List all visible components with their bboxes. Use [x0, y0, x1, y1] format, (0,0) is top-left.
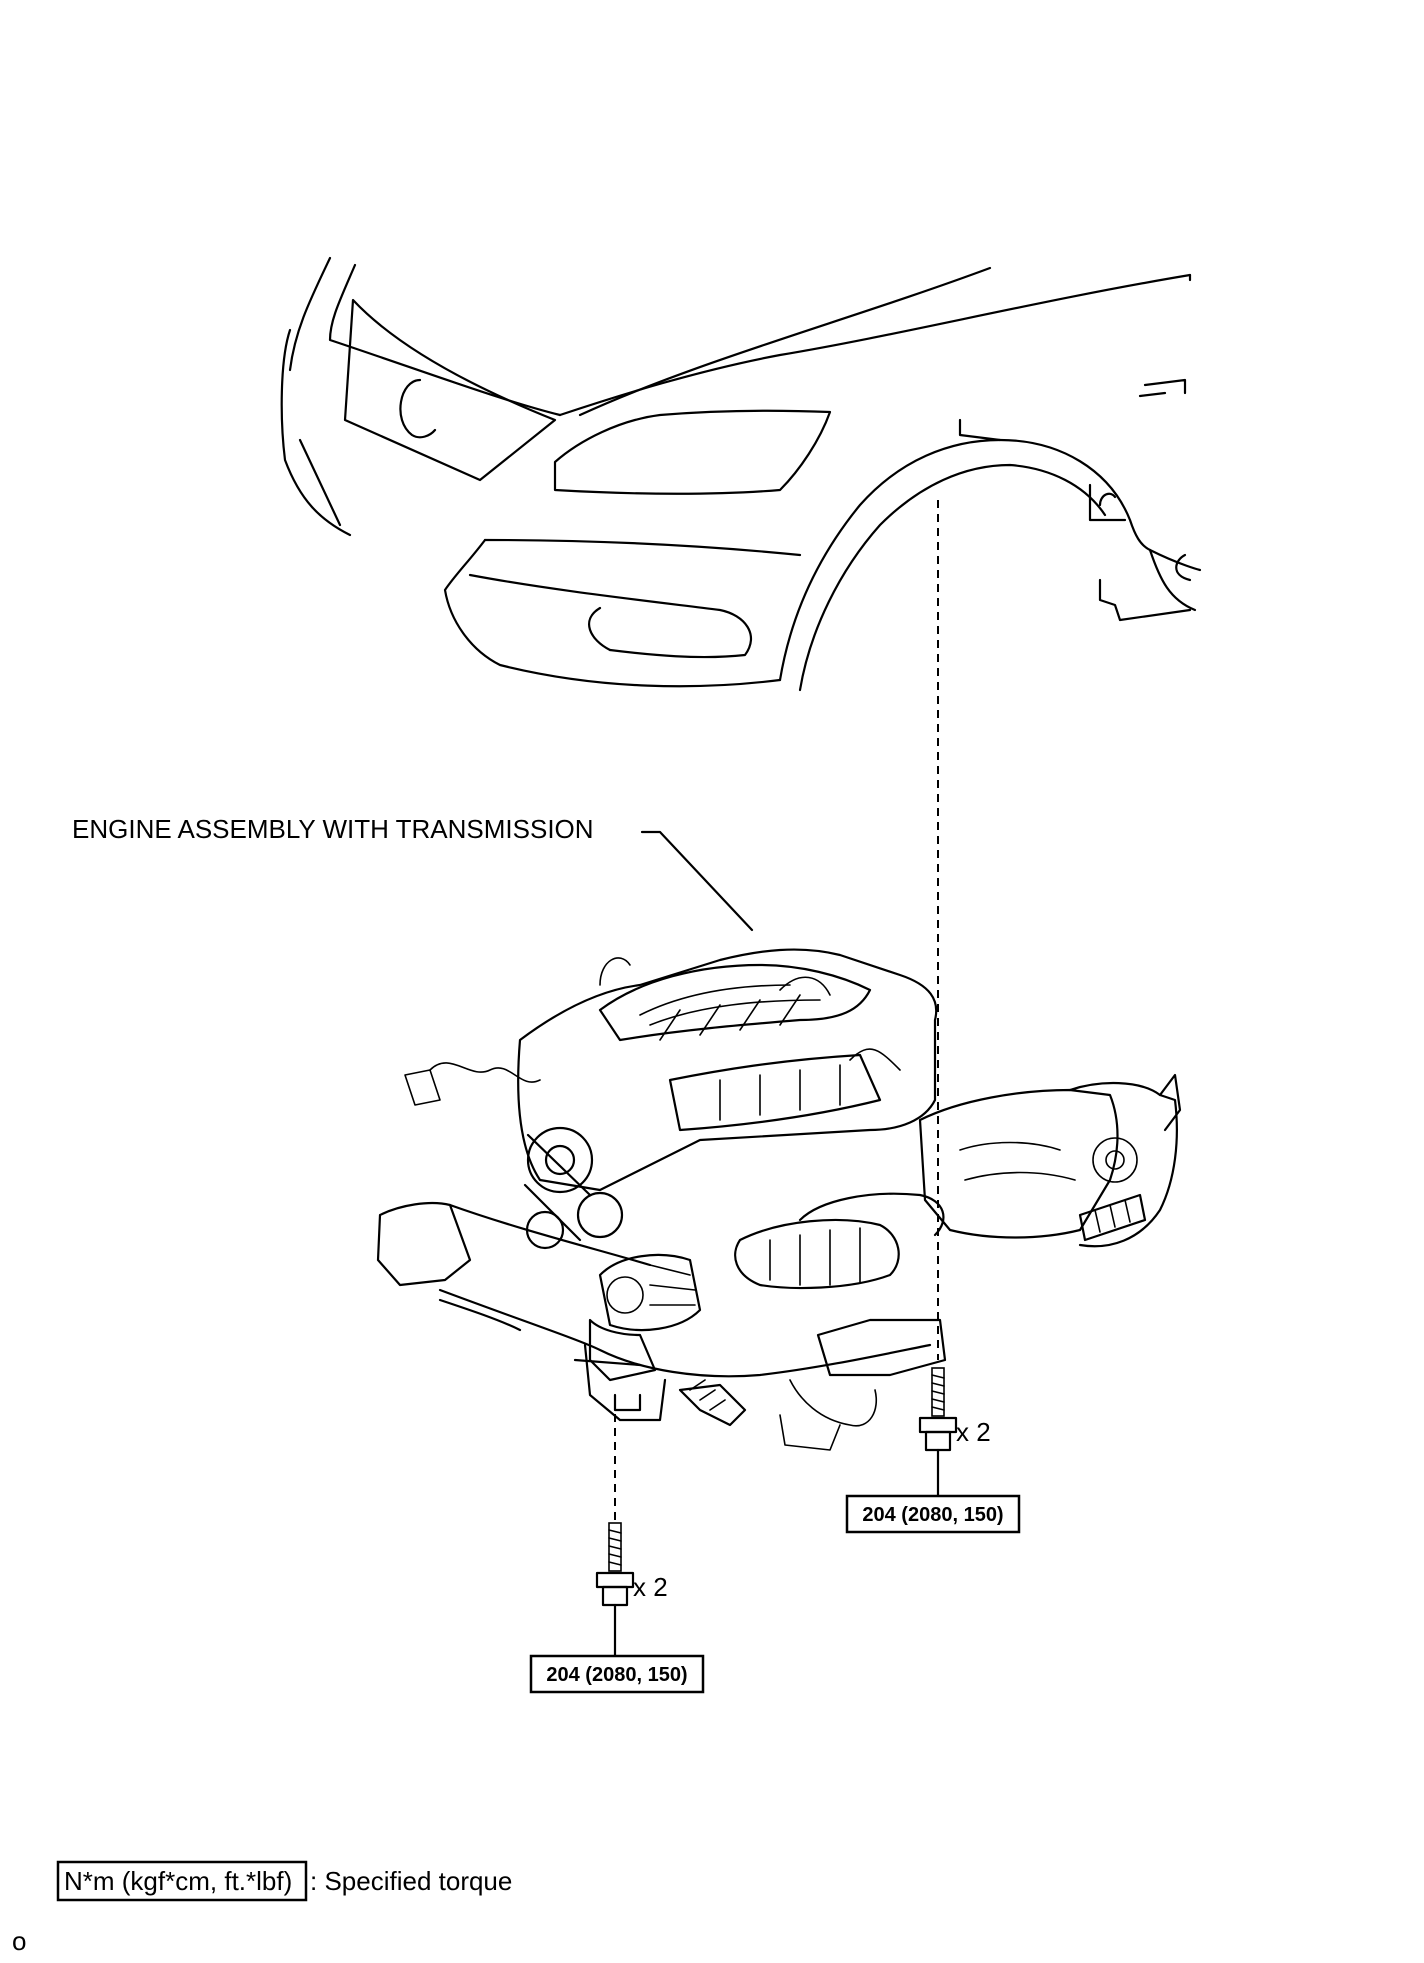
bolt-left-qty: x 2 — [633, 1572, 668, 1602]
legend-box-text: N*m (kgf*cm, ft.*lbf) — [64, 1866, 292, 1896]
torque-left-value: 204 (2080, 150) — [546, 1664, 687, 1686]
torque-left-box — [529, 1654, 705, 1694]
legend-box — [56, 1860, 308, 1902]
page-mark: o — [12, 1926, 26, 1956]
engine-assembly-illustration — [376, 948, 1182, 1451]
bolt-left — [595, 1522, 635, 1607]
torque-right-value: 204 (2080, 150) — [862, 1504, 1003, 1526]
torque-right-box — [845, 1494, 1021, 1534]
engine-assembly-label: ENGINE ASSEMBLY WITH TRANSMISSION — [72, 814, 594, 844]
bolt-right-qty: x 2 — [956, 1417, 991, 1447]
legend-description: : Specified torque — [310, 1866, 512, 1896]
bolt-right — [918, 1367, 958, 1452]
vehicle-front-body — [280, 256, 1202, 692]
engine-assembly-leader — [640, 830, 754, 932]
